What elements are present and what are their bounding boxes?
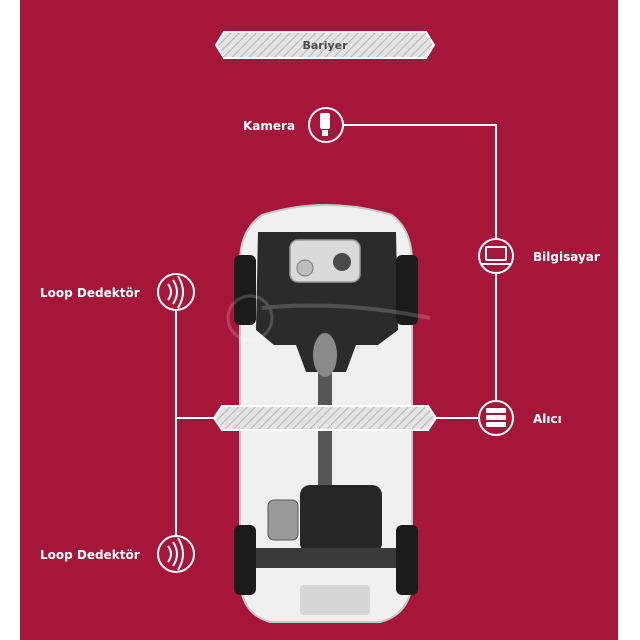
laptop-icon (478, 238, 514, 274)
loop-signal-icon-top (157, 273, 195, 311)
loop-detector-label-bottom: Loop Dedektör (40, 548, 140, 562)
catalytic-converter (313, 333, 337, 377)
loop-detector-label-top: Loop Dedektör (40, 286, 140, 300)
fuel-tank (300, 485, 382, 553)
barrier-top-bar: Bariyer (214, 31, 436, 59)
camera-label: Kamera (243, 119, 296, 133)
tire-front-left (234, 255, 256, 325)
oil-filter-detail (333, 253, 351, 271)
muffler (267, 499, 299, 541)
watermark-logo (226, 294, 431, 342)
computer-label: Bilgisayar (533, 250, 600, 264)
rear-axle (252, 548, 402, 568)
barrier-middle-bar (212, 405, 438, 431)
tire-rear-right (396, 525, 418, 595)
barrier-label: Bariyer (302, 39, 348, 52)
tire-rear-left (234, 525, 256, 595)
camera-icon (308, 107, 344, 143)
loop-signal-icon-bottom (157, 535, 195, 573)
tire-front-right (396, 255, 418, 325)
rear-bumper-plate (300, 585, 370, 615)
server-icon (478, 400, 514, 436)
connection-lines (175, 124, 497, 536)
line-camera-computer (344, 124, 497, 238)
oil-pan-detail (296, 259, 314, 277)
receiver-label: Alıcı (533, 412, 562, 426)
